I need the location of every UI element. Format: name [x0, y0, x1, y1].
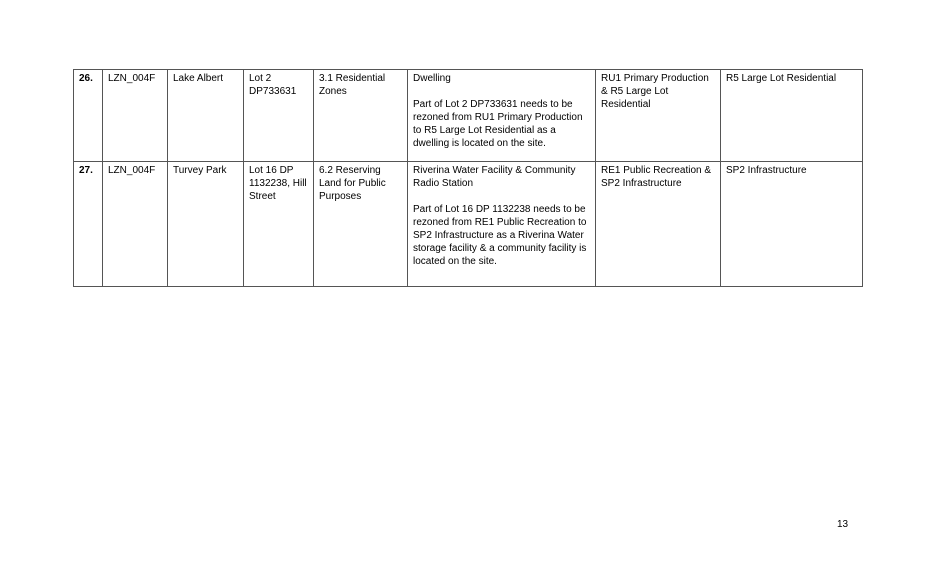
description-spacer — [413, 190, 590, 203]
row-code: LZN_004F — [102, 161, 168, 287]
row-category: 6.2 Reserving Land for Public Purposes — [313, 161, 408, 287]
table-row: 27. LZN_004F Turvey Park Lot 16 DP 11322… — [73, 161, 863, 287]
row-category: 3.1 Residential Zones — [313, 69, 408, 162]
row-location: Turvey Park — [167, 161, 244, 287]
table-row: 26. LZN_004F Lake Albert Lot 2 DP733631 … — [73, 69, 863, 162]
row-description: Riverina Water Facility & Community Radi… — [407, 161, 596, 287]
row-description: Dwelling Part of Lot 2 DP733631 needs to… — [407, 69, 596, 162]
description-title: Riverina Water Facility & Community Radi… — [413, 165, 576, 189]
row-location: Lake Albert — [167, 69, 244, 162]
rezoning-table: 26. LZN_004F Lake Albert Lot 2 DP733631 … — [73, 69, 863, 287]
row-current-zone: RU1 Primary Production & R5 Large Lot Re… — [595, 69, 721, 162]
row-lot: Lot 16 DP 1132238, Hill Street — [243, 161, 314, 287]
description-body: Part of Lot 2 DP733631 needs to be rezon… — [413, 99, 583, 149]
row-number: 27. — [73, 161, 103, 287]
row-proposed-zone: R5 Large Lot Residential — [720, 69, 863, 162]
row-number: 26. — [73, 69, 103, 162]
page-number: 13 — [837, 519, 849, 530]
description-title: Dwelling — [413, 73, 451, 84]
row-code: LZN_004F — [102, 69, 168, 162]
row-lot: Lot 2 DP733631 — [243, 69, 314, 162]
row-proposed-zone: SP2 Infrastructure — [720, 161, 863, 287]
row-current-zone: RE1 Public Recreation & SP2 Infrastructu… — [595, 161, 721, 287]
description-spacer — [413, 85, 590, 98]
description-body: Part of Lot 16 DP 1132238 needs to be re… — [413, 204, 587, 267]
